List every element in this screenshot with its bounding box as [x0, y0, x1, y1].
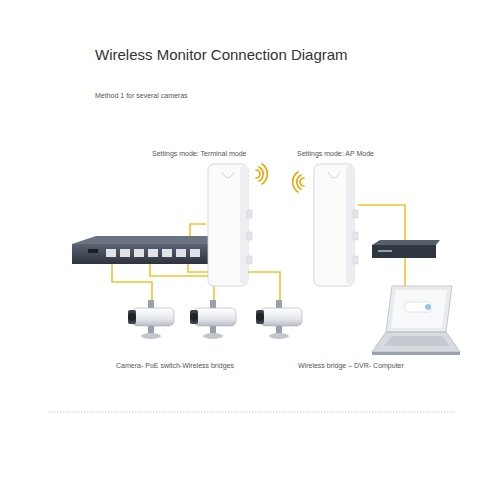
wifi-signal — [256, 164, 304, 192]
laptop — [372, 286, 460, 355]
divider — [48, 412, 456, 413]
diagram-title: Wireless Monitor Connection Diagram — [95, 46, 348, 63]
cable — [112, 205, 405, 300]
wireless-bridge — [206, 162, 254, 288]
camera — [190, 300, 236, 339]
caption-text: Camera- PoE switch-Wireless bridges — [116, 362, 234, 369]
camera — [256, 300, 302, 339]
bridge-node: Settings mode: Terminal mode — [152, 150, 249, 290]
wireless-bridge — [312, 162, 360, 288]
caption-text: Wireless bridge – DVR- Computer — [298, 362, 404, 369]
camera — [128, 300, 174, 339]
bridge-node: Settings mode: AP Mode — [297, 150, 376, 290]
dvr — [372, 240, 440, 258]
settings-label: Settings mode: AP Mode — [297, 150, 376, 157]
settings-label: Settings mode: Terminal mode — [152, 150, 249, 157]
caption-text: Method 1 for several cameras — [95, 92, 188, 99]
